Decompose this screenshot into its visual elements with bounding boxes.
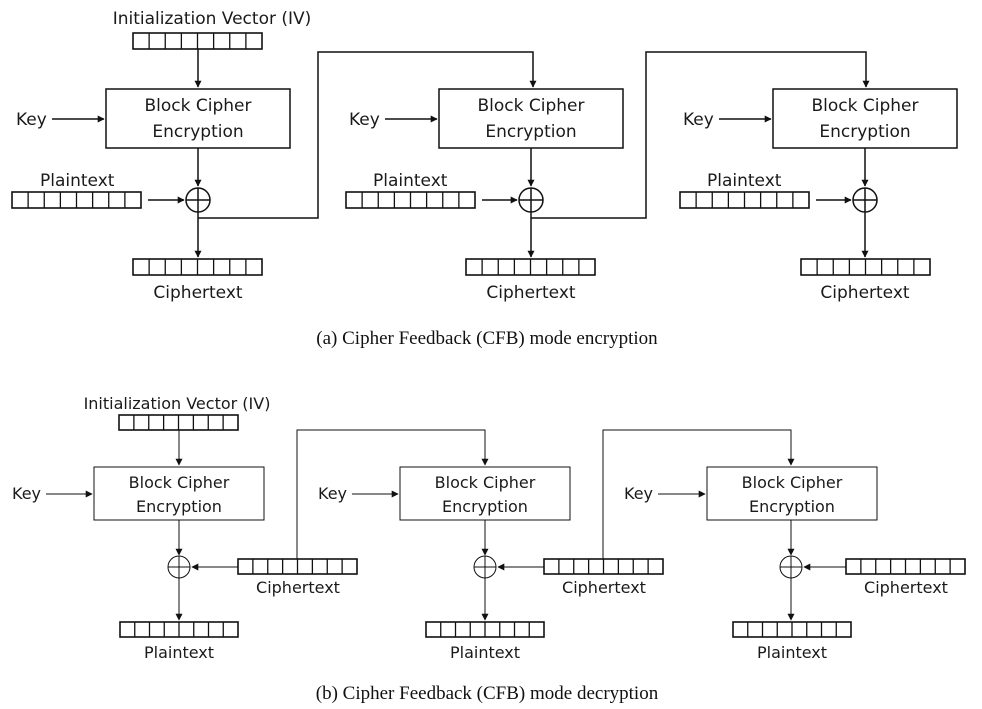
enc-block-line2-1: Encryption — [152, 122, 243, 142]
dec-stage-2: Block Cipher Encryption Key Ciphertext P… — [318, 429, 795, 662]
dec-plaintext-register-3 — [732, 621, 852, 638]
enc-iv-label: Initialization Vector (IV) — [113, 9, 312, 29]
dec-stage-1: Block Cipher Encryption Key Ciphertext P… — [12, 429, 489, 662]
dec-key-label-3: Key — [624, 484, 653, 503]
dec-feedback-line-2 — [602, 429, 795, 559]
dec-ciphertext-register-2 — [543, 558, 664, 575]
enc-feedback-line-1 — [198, 51, 537, 219]
dec-iv-label: Initialization Vector (IV) — [84, 394, 271, 413]
enc-ciphertext-label-2: Ciphertext — [486, 283, 575, 303]
dec-ciphertext-label-1: Ciphertext — [256, 578, 340, 597]
dec-ciphertext-register-1 — [237, 558, 358, 575]
dec-ciphertext-register-3 — [845, 558, 966, 575]
enc-plaintext-register-2 — [345, 191, 476, 209]
xor-icon — [518, 187, 544, 213]
dec-block-line2-1: Encryption — [136, 497, 222, 516]
enc-plaintext-label-2: Plaintext — [373, 171, 448, 191]
dec-iv-register — [118, 414, 239, 431]
enc-ciphertext-register-2 — [465, 258, 596, 276]
enc-key-label-2: Key — [349, 110, 380, 130]
dec-block-line1-3: Block Cipher — [742, 473, 843, 492]
dec-stage-3: Block Cipher Encryption Key Ciphertext P… — [624, 466, 966, 662]
dec-caption: (b) Cipher Feedback (CFB) mode decryptio… — [316, 683, 659, 704]
decryption-section: Initialization Vector (IV) Block Cipher … — [12, 394, 966, 704]
dec-ciphertext-label-3: Ciphertext — [864, 578, 948, 597]
xor-icon — [167, 555, 191, 579]
dec-plaintext-label-2: Plaintext — [450, 643, 520, 662]
dec-plaintext-label-1: Plaintext — [144, 643, 214, 662]
enc-block-cipher-3 — [772, 88, 958, 149]
enc-plaintext-label-1: Plaintext — [40, 171, 115, 191]
dec-block-line1-2: Block Cipher — [435, 473, 536, 492]
enc-plaintext-register-3 — [679, 191, 810, 209]
enc-block-line2-2: Encryption — [485, 122, 576, 142]
enc-stage-1: Block Cipher Encryption Key Plaintext Ci… — [11, 49, 537, 303]
enc-block-line2-3: Encryption — [819, 122, 910, 142]
enc-ciphertext-label-1: Ciphertext — [153, 283, 242, 303]
xor-icon — [473, 555, 497, 579]
enc-feedback-line-2 — [531, 51, 870, 219]
enc-stage-3: Block Cipher Encryption Key Plaintext Ci… — [679, 88, 958, 303]
enc-key-label-1: Key — [16, 110, 47, 130]
dec-key-label-1: Key — [12, 484, 41, 503]
enc-block-line1-2: Block Cipher — [478, 96, 585, 116]
dec-ciphertext-label-2: Ciphertext — [562, 578, 646, 597]
enc-ciphertext-register-1 — [132, 258, 263, 276]
dec-block-cipher-1 — [93, 466, 265, 521]
encryption-section: Initialization Vector (IV) Block Cipher … — [11, 9, 958, 349]
xor-icon — [779, 555, 803, 579]
enc-iv-register — [132, 32, 263, 50]
enc-ciphertext-register-3 — [800, 258, 931, 276]
enc-block-line1-1: Block Cipher — [145, 96, 252, 116]
dec-plaintext-register-1 — [119, 621, 239, 638]
dec-plaintext-register-2 — [425, 621, 545, 638]
enc-stage-2: Block Cipher Encryption Key Plaintext Ci… — [345, 51, 870, 303]
dec-key-label-2: Key — [318, 484, 347, 503]
enc-caption: (a) Cipher Feedback (CFB) mode encryptio… — [316, 328, 658, 349]
enc-block-cipher-1 — [105, 88, 291, 149]
enc-key-label-3: Key — [683, 110, 714, 130]
dec-block-cipher-3 — [706, 466, 878, 521]
dec-feedback-line-1 — [296, 429, 489, 559]
dec-plaintext-label-3: Plaintext — [757, 643, 827, 662]
enc-plaintext-register-1 — [11, 191, 142, 209]
enc-block-cipher-2 — [438, 88, 624, 149]
enc-block-line1-3: Block Cipher — [812, 96, 919, 116]
dec-block-line2-3: Encryption — [749, 497, 835, 516]
xor-icon — [852, 187, 878, 213]
xor-icon — [185, 187, 211, 213]
enc-ciphertext-label-3: Ciphertext — [820, 283, 909, 303]
dec-block-line2-2: Encryption — [442, 497, 528, 516]
dec-block-line1-1: Block Cipher — [129, 473, 230, 492]
enc-plaintext-label-3: Plaintext — [707, 171, 782, 191]
